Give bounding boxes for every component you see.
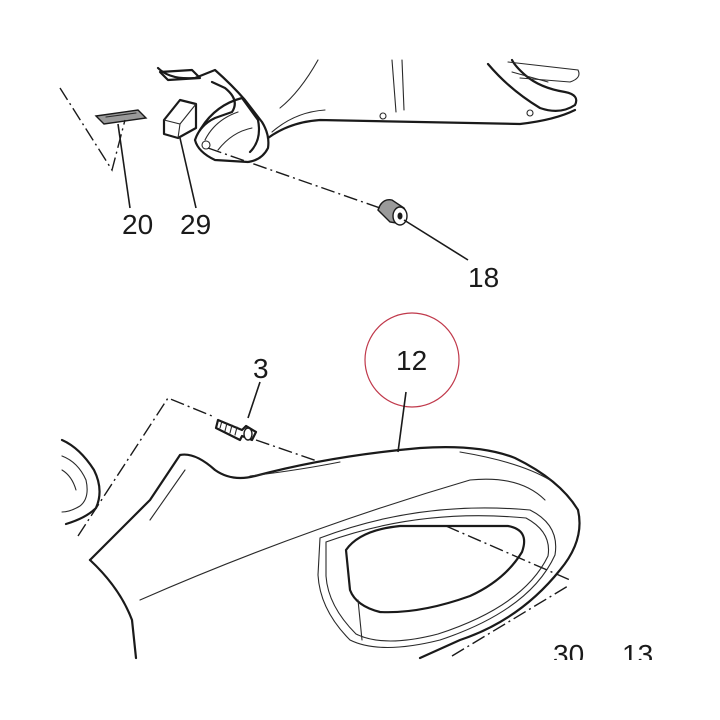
part-18-bushing — [377, 199, 408, 226]
assembly-line-30 — [445, 525, 571, 581]
part-20-pad — [94, 109, 148, 125]
part-29-wedge — [162, 98, 198, 140]
leader-18 — [403, 219, 469, 261]
leader-20 — [117, 123, 131, 209]
bottom-blank-margin — [0, 660, 720, 720]
callout-29: 29 — [180, 209, 211, 240]
highlight-circle-12 — [364, 312, 460, 408]
leader-3 — [247, 381, 261, 419]
callout-3: 3 — [253, 353, 269, 384]
assembly-line-13 — [451, 585, 569, 657]
callout-18: 18 — [468, 262, 499, 293]
left-partial-component — [60, 438, 101, 526]
assembly-line-18 — [207, 147, 381, 209]
upper-fairing-bracket — [156, 58, 580, 164]
assembly-line-20 — [59, 87, 126, 172]
leader-12 — [397, 391, 407, 453]
leader-29 — [179, 137, 197, 209]
assembly-line-3 — [77, 397, 213, 537]
part-3-bolt — [214, 418, 258, 442]
callout-12: 12 — [396, 345, 427, 376]
part-12-side-fairing — [88, 446, 581, 660]
callout-20: 20 — [122, 209, 153, 240]
assembly-line-3b — [255, 439, 321, 463]
